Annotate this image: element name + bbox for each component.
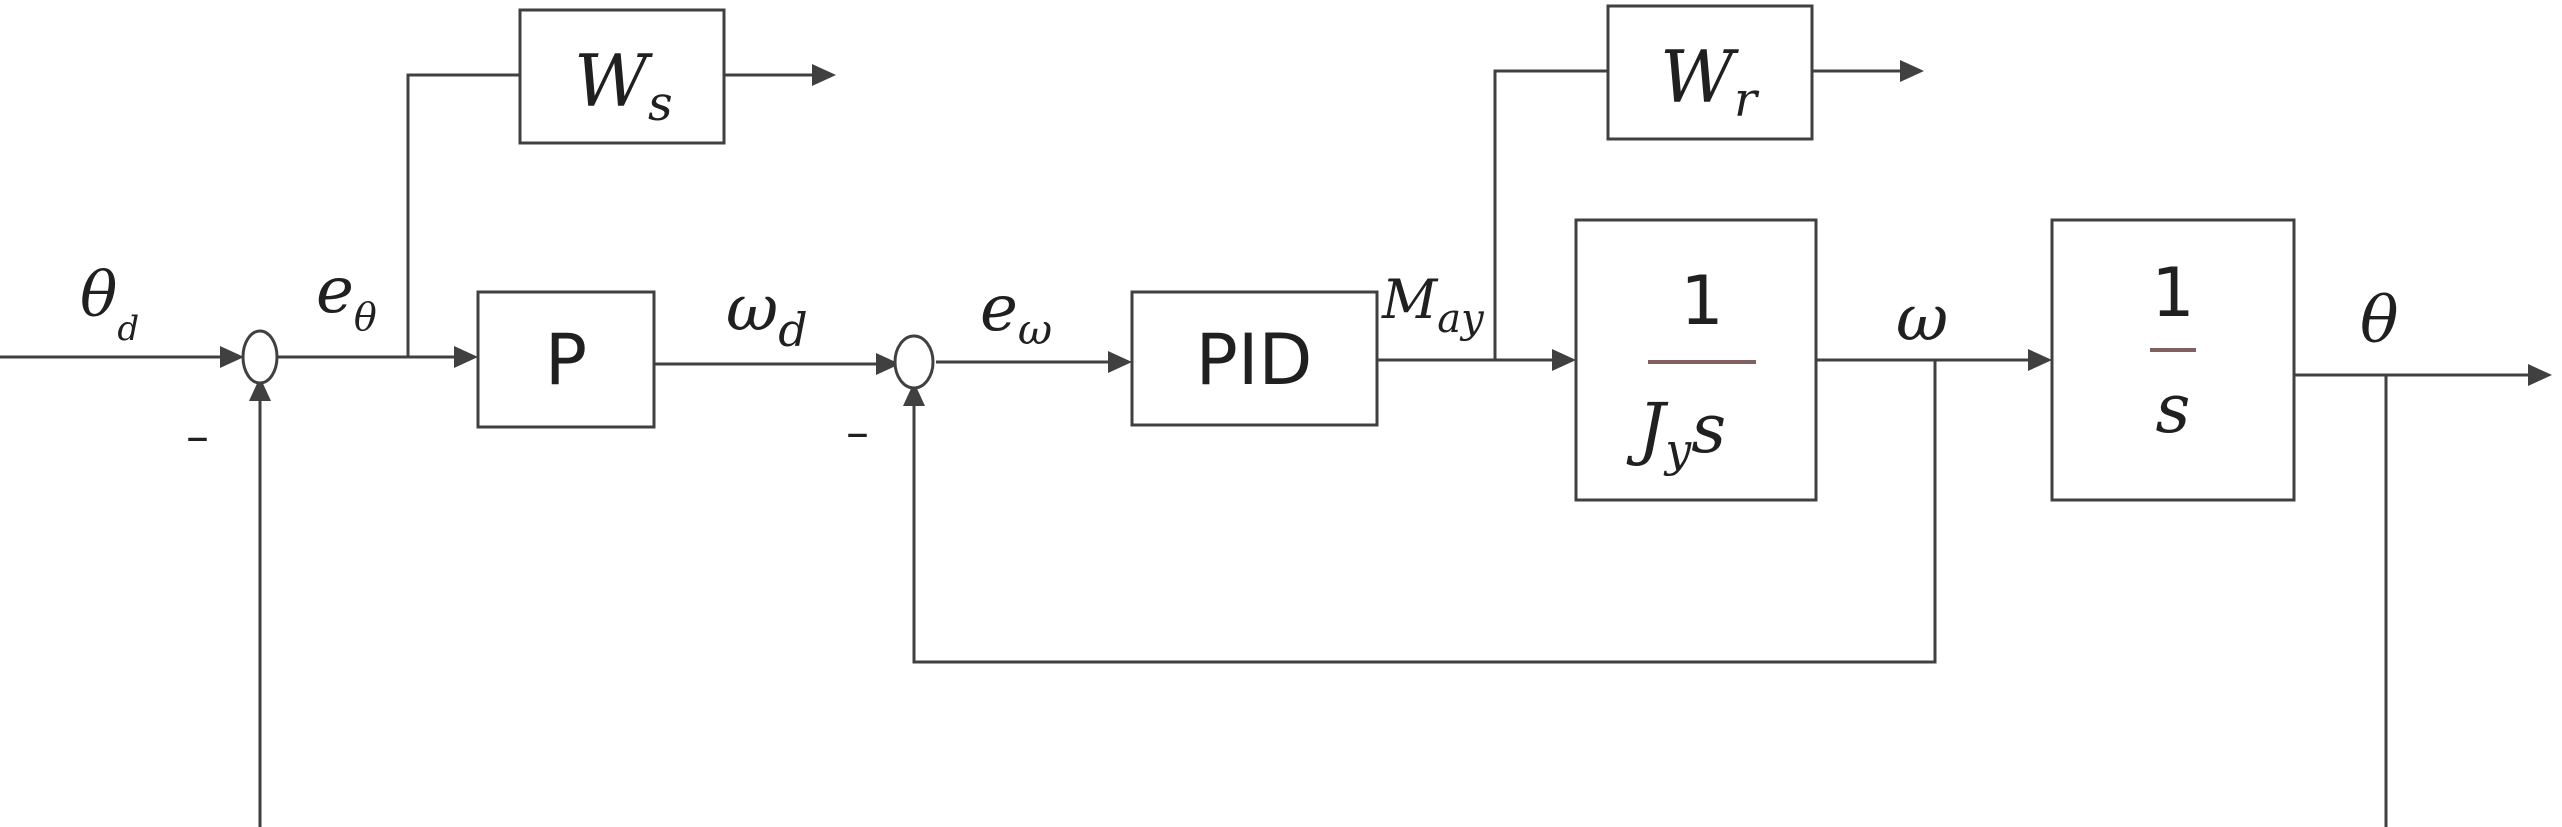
label-omega: ω [1896,282,1948,356]
arrow-wr-out [1900,60,1924,82]
arrow-into-plant [1552,349,1576,371]
inner-summing-junction [893,334,935,390]
p-label: P [545,319,587,401]
arrow-into-outer-sum [220,346,244,368]
arrow-ws-out [812,64,836,86]
wr-block [1606,4,1814,141]
arrowheads [220,60,2552,406]
arrow-into-pid [1108,351,1132,373]
label-theta-d: θd [80,258,139,349]
label-theta: θ [2360,284,2399,358]
outer-summing-junction [241,329,279,385]
label-m-ay: May [1381,268,1485,342]
label-e-omega: eω [980,272,1052,354]
line-ws-branch [406,73,520,357]
plant-numerator: 1 [1680,262,1723,341]
wr-label: Wr [1660,35,1760,128]
line-inner-feedback [912,360,1937,664]
integrator-block [2050,218,2296,502]
ws-label: Ws [574,39,673,132]
outer-minus-sign: – [186,409,209,463]
pid-label: PID [1196,319,1313,401]
pid-block [1130,290,1379,427]
inner-minus-sign: – [846,405,869,459]
arrow-theta-out [2528,364,2552,386]
line-wr-branch [1493,69,1608,360]
arrow-into-inner-sum [876,353,900,375]
arrow-into-integrator [2028,349,2052,371]
integrator-numerator: 1 [2151,254,2194,333]
label-omega-d: ωd [726,272,808,357]
signal-lines [0,69,2528,827]
integrator-denominator: s [2156,370,2191,449]
ws-block [518,8,726,145]
p-block [476,290,656,429]
arrow-into-p [454,346,478,368]
arrow-outer-feedback-up [249,377,271,401]
line-outer-feedback [258,375,2388,827]
arrow-inner-feedback-up [903,382,925,406]
label-e-theta: eθ [316,254,377,339]
